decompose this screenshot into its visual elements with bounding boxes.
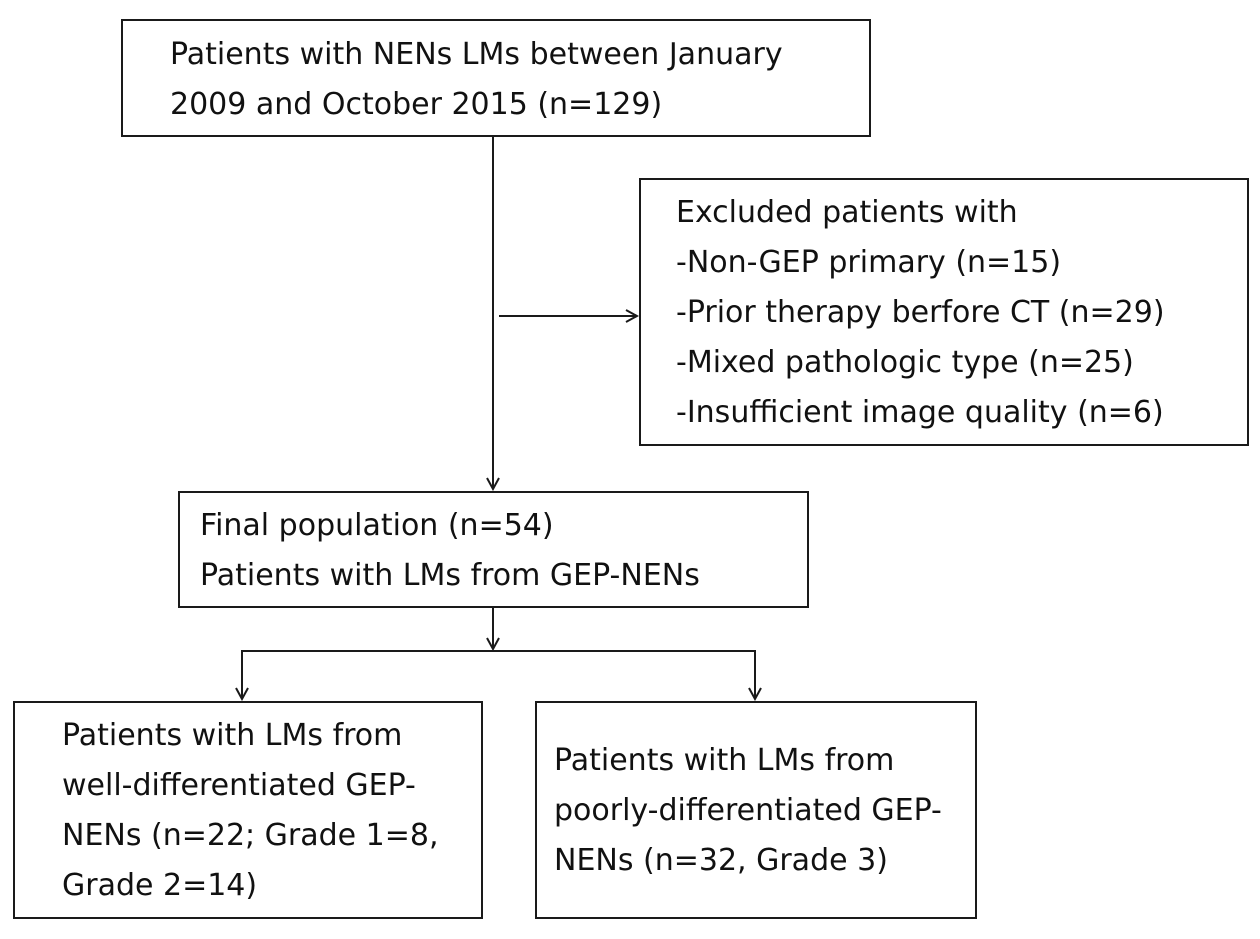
exclusion-box: Excluded patients with -Non-GEP primary … [639, 178, 1249, 446]
exclusion-item: -Prior therapy berfore CT (n=29) [676, 295, 1165, 330]
well-differentiated-box: Patients with LMs from well-differentiat… [13, 701, 483, 919]
start-box-line-1: Patients with NENs LMs between January [170, 37, 783, 72]
exclusion-box-heading: Excluded patients with [676, 195, 1018, 230]
final-box-line-2: Patients with LMs from GEP-NENs [200, 558, 700, 593]
final-population-box: Final population (n=54) Patients with LM… [178, 491, 809, 608]
poor-box-line-3: NENs (n=32, Grade 3) [554, 843, 888, 878]
final-box-line-1: Final population (n=54) [200, 508, 554, 543]
start-box-line-2: 2009 and October 2015 (n=129) [170, 87, 663, 122]
well-box-line-4: Grade 2=14) [62, 868, 258, 903]
start-population-box: Patients with NENs LMs between January 2… [121, 19, 871, 137]
poor-box-line-2: poorly-differentiated GEP- [554, 793, 942, 828]
well-box-line-3: NENs (n=22; Grade 1=8, [62, 818, 439, 853]
well-box-line-2: well-differentiated GEP- [62, 768, 416, 803]
exclusion-item: -Non-GEP primary (n=15) [676, 245, 1062, 280]
exclusion-item: -Insufficient image quality (n=6) [676, 395, 1164, 430]
well-box-line-1: Patients with LMs from [62, 718, 403, 753]
poorly-differentiated-box: Patients with LMs from poorly-differenti… [535, 701, 977, 919]
exclusion-item: -Mixed pathologic type (n=25) [676, 345, 1134, 380]
poor-box-line-1: Patients with LMs from [554, 743, 895, 778]
